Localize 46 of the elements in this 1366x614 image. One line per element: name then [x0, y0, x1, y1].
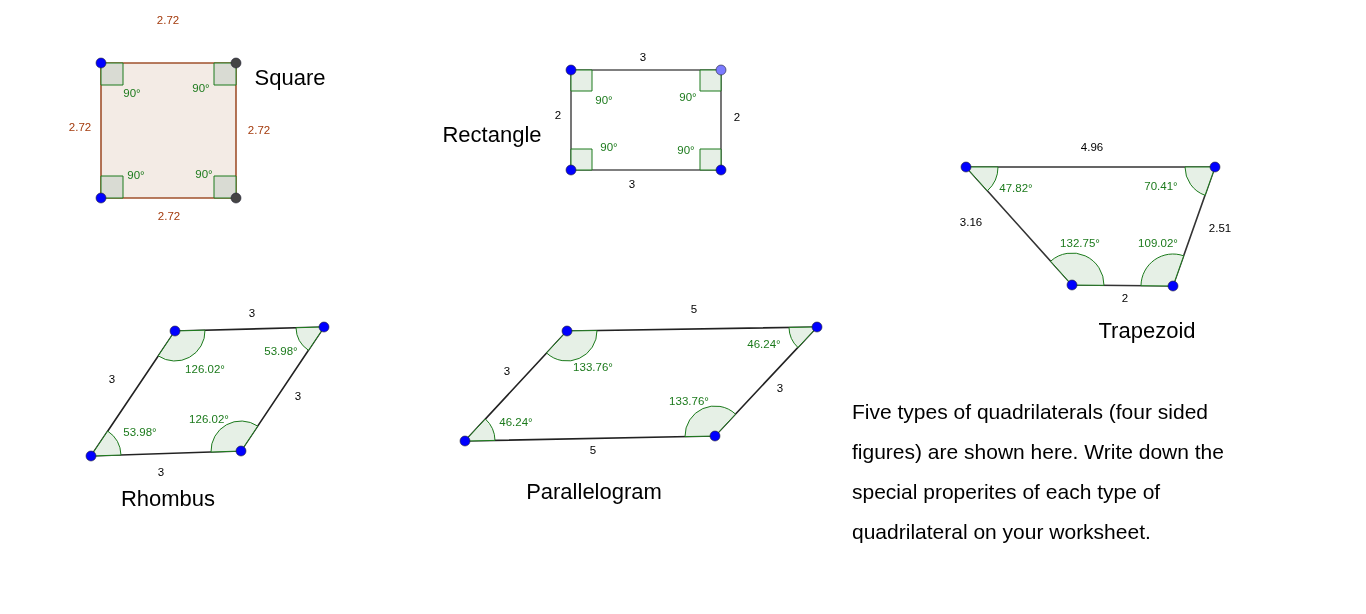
- side-length: 3: [248, 307, 256, 319]
- angle-measure: 90°: [192, 82, 210, 94]
- angle-measure: 126.02°: [185, 363, 225, 375]
- angle-measure: 53.98°: [123, 426, 157, 438]
- shape-name: Rectangle: [442, 122, 542, 148]
- angle-measure: 46.24°: [747, 338, 781, 350]
- angle-measure: 90°: [679, 91, 697, 103]
- side-length: 2: [733, 111, 741, 123]
- side-length: 3: [503, 365, 511, 377]
- angle-measure: 133.76°: [573, 361, 613, 373]
- shape-name: Rhombus: [120, 486, 216, 512]
- angle-measure: 109.02°: [1138, 237, 1178, 249]
- shape-name: Square: [254, 65, 326, 91]
- side-length: 2: [554, 109, 562, 121]
- angle-measure: 126.02°: [189, 413, 229, 425]
- side-length: 5: [589, 444, 597, 456]
- angle-measure: 90°: [127, 169, 145, 181]
- angle-measure: 90°: [595, 94, 613, 106]
- instruction-text: Five types of quadrilaterals (four sided figures) are shown here. Write down the special properites of each type of quadrilateral on your worksheet.: [852, 399, 1225, 545]
- shape-name: Trapezoid: [1098, 318, 1196, 344]
- shape-name: Parallelogram: [526, 479, 662, 505]
- side-length: 3: [639, 51, 647, 63]
- angle-measure: 90°: [123, 87, 141, 99]
- angle-measure: 47.82°: [999, 182, 1033, 194]
- side-length: 2.51: [1208, 222, 1232, 234]
- side-length: 2: [1121, 292, 1129, 304]
- angle-measure: 90°: [600, 141, 618, 153]
- side-length: 2.72: [247, 124, 271, 136]
- angle-measure: 46.24°: [499, 416, 533, 428]
- side-length: 3: [294, 390, 302, 402]
- angle-measure: 53.98°: [264, 345, 298, 357]
- side-length: 3: [628, 178, 636, 190]
- side-length: 2.72: [157, 210, 181, 222]
- angle-measure: 132.75°: [1060, 237, 1100, 249]
- side-length: 5: [690, 303, 698, 315]
- side-length: 3: [776, 382, 784, 394]
- side-length: 4.96: [1080, 141, 1104, 153]
- side-length: 2.72: [68, 121, 92, 133]
- angle-measure: 133.76°: [669, 395, 709, 407]
- side-length: 3: [157, 466, 165, 478]
- angle-measure: 90°: [677, 144, 695, 156]
- angle-measure: 70.41°: [1144, 180, 1178, 192]
- side-length: 3.16: [959, 216, 983, 228]
- angle-measure: 90°: [195, 168, 213, 180]
- side-length: 3: [108, 373, 116, 385]
- side-length: 2.72: [156, 14, 180, 26]
